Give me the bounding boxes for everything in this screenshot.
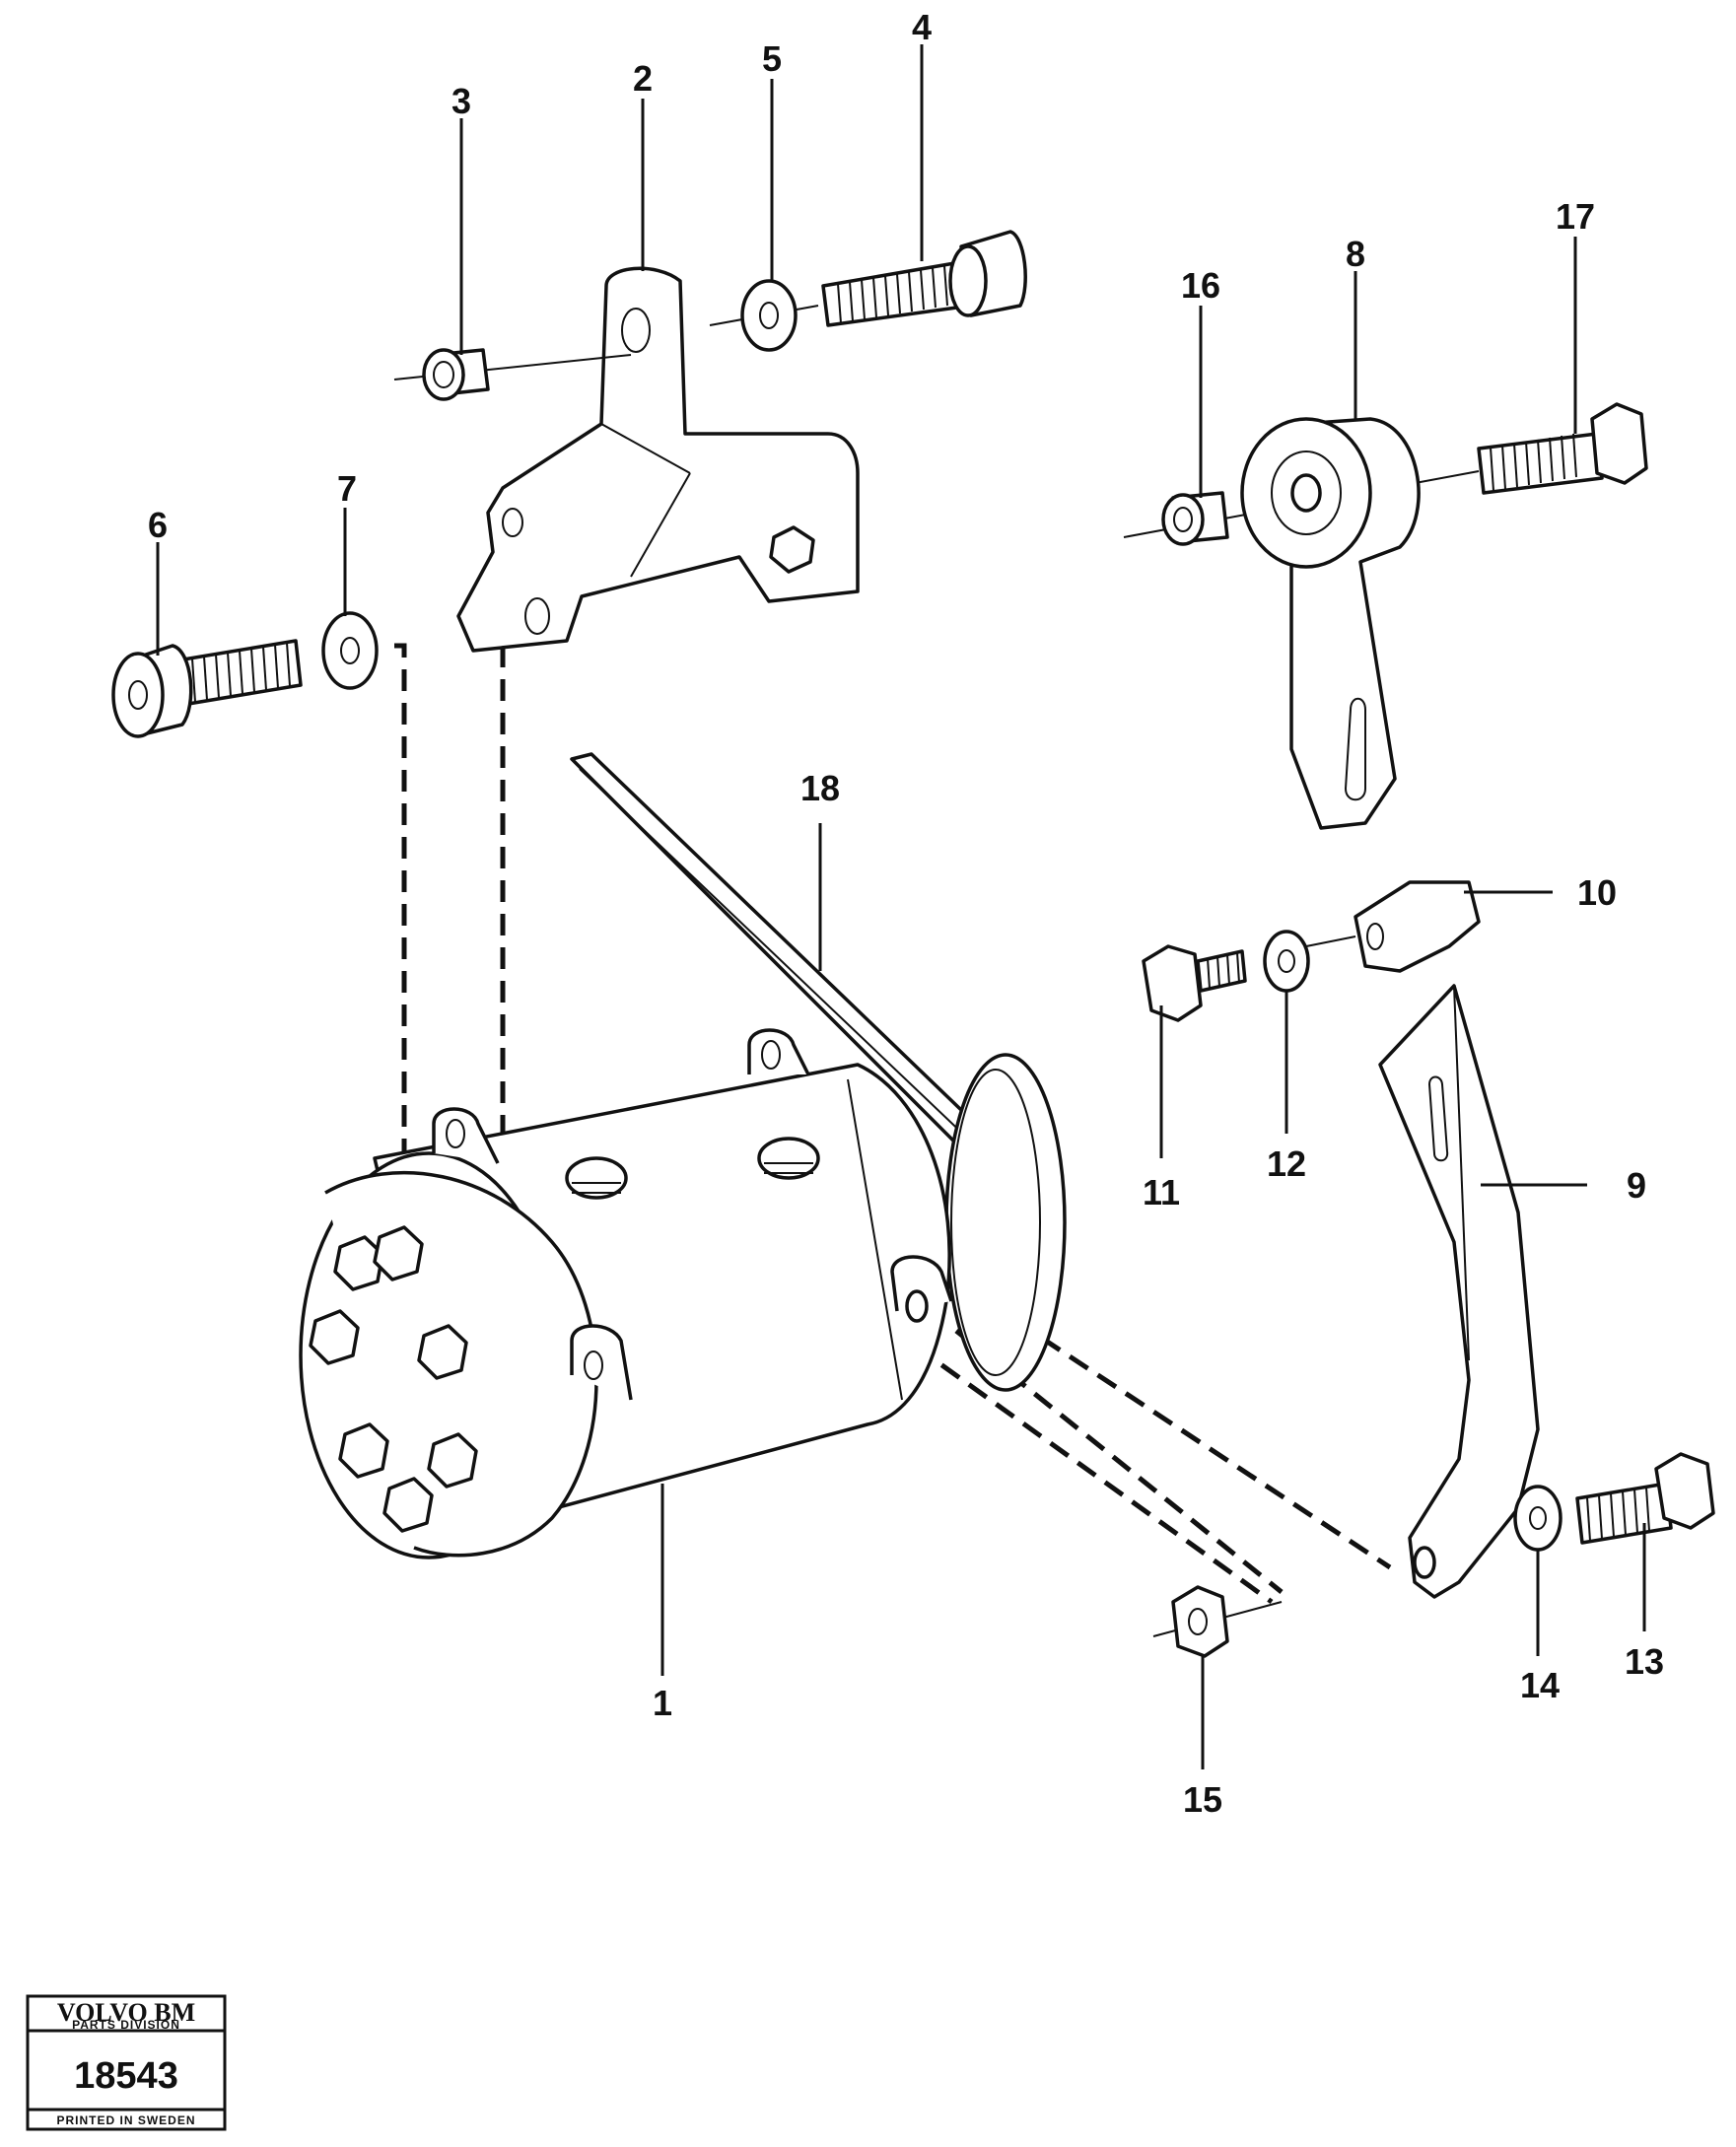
part-1-hydraulic-pump: [299, 1028, 1067, 1559]
part-10-clamp-block: [1281, 880, 1481, 973]
callout-17: 17: [1556, 196, 1595, 237]
callout-13: 13: [1625, 1641, 1664, 1682]
part-15-nut: [1152, 1585, 1283, 1658]
callout-3: 3: [451, 81, 471, 121]
part-12-washer: [1263, 930, 1310, 993]
leader-lines: [156, 44, 1646, 1769]
callout-1: 1: [653, 1683, 672, 1723]
callout-15: 15: [1183, 1779, 1222, 1820]
part-3-bushing: [393, 348, 632, 401]
callout-14: 14: [1520, 1665, 1560, 1705]
part-16-bushing: [1161, 491, 1229, 546]
part-14-washer: [1513, 1485, 1562, 1552]
stamp-brand: VOLVO BM: [57, 1998, 195, 2027]
callout-7: 7: [337, 468, 357, 509]
part-17-bolt: [1477, 402, 1648, 495]
callout-numbers: 1 2 3 4 5 6 7 8 9 10 11 12 13 14 15 16 1…: [148, 7, 1664, 1820]
stamp-number: 18543: [74, 2055, 178, 2097]
callout-11: 11: [1143, 1172, 1180, 1212]
callout-6: 6: [148, 505, 168, 545]
stamp-printed: PRINTED IN SWEDEN: [56, 2113, 195, 2127]
callout-16: 16: [1181, 265, 1220, 306]
callout-2: 2: [633, 58, 653, 99]
part-9-support-strap: [1378, 984, 1540, 1599]
callout-9: 9: [1627, 1165, 1646, 1206]
end-cap-bolt-heads: [309, 1225, 478, 1533]
part-4-bolt: [821, 230, 1027, 327]
callout-8: 8: [1346, 234, 1365, 274]
volvo-bm-parts-stamp: VOLVO BM PARTS DIVISION 18543 PRINTED IN…: [26, 1994, 227, 2131]
callout-10: 10: [1577, 872, 1617, 913]
callout-18: 18: [800, 768, 840, 808]
part-8-tensioner-arm: [1123, 417, 1480, 830]
callout-4: 4: [912, 7, 932, 47]
callout-5: 5: [762, 38, 782, 79]
callout-12: 12: [1267, 1143, 1306, 1184]
part-7-washer: [321, 611, 379, 690]
part-5-washer: [709, 279, 819, 352]
part-13-bolt: [1575, 1452, 1715, 1545]
part-2-mounting-bracket: [456, 266, 860, 653]
part-11-bolt: [1142, 944, 1247, 1022]
part-6-bolt: [111, 639, 303, 738]
stamp-division: PARTS DIVISION: [72, 2018, 180, 2032]
